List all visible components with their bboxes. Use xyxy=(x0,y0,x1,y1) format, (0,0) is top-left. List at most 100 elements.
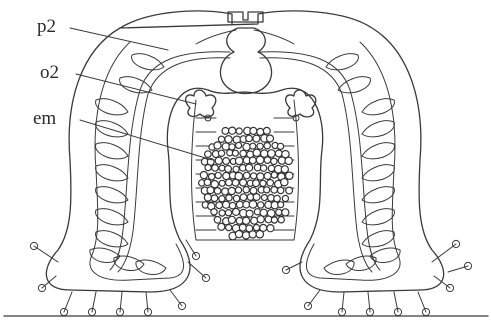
gonad-lobe xyxy=(362,143,394,159)
tentacle xyxy=(170,290,182,306)
tentacle xyxy=(432,244,456,262)
embryo-cell xyxy=(200,172,207,179)
embryo-cell xyxy=(267,225,274,232)
embryo-cell xyxy=(235,231,242,238)
embryo-cell xyxy=(271,158,277,164)
embryo-cell xyxy=(228,216,235,223)
embryo-cell xyxy=(251,173,257,179)
embryo-cell xyxy=(249,157,256,164)
embryo-cell xyxy=(285,157,292,164)
embryo-cell xyxy=(216,202,223,209)
leader-p2 xyxy=(70,28,168,50)
embryo-cell xyxy=(225,210,231,216)
embryo-cell xyxy=(229,202,236,209)
embryo-cell xyxy=(229,127,236,134)
embryo-cell xyxy=(258,202,264,208)
gonad-lobe xyxy=(362,99,394,115)
embryo-cell xyxy=(267,135,274,142)
embryo-cell xyxy=(218,136,224,142)
embryo-cell xyxy=(233,208,240,215)
embryo-cell xyxy=(207,187,214,194)
gonad-lobe xyxy=(96,121,128,137)
embryo-cell xyxy=(214,217,221,224)
embryo-cell xyxy=(226,225,232,231)
embryo-cell xyxy=(264,157,271,164)
embryo-cell xyxy=(256,156,264,164)
embryo-cell xyxy=(286,172,293,179)
embryo-cell xyxy=(215,157,222,164)
embryo-cell xyxy=(281,166,288,173)
embryo-cell xyxy=(250,143,256,149)
embryo-cell xyxy=(233,195,239,201)
label-o2: o2 xyxy=(40,62,59,83)
embryo-cell xyxy=(229,144,235,150)
gonad-lobe xyxy=(326,54,358,70)
embryo-cell xyxy=(243,187,249,193)
embryo-cell xyxy=(257,173,264,180)
embryo-cell xyxy=(286,187,293,194)
embryo-cell xyxy=(254,209,260,215)
embryo-cell xyxy=(271,217,277,223)
embryo-cell xyxy=(228,187,235,194)
gonad-lobe xyxy=(362,187,394,203)
gonad-lobe xyxy=(96,209,128,225)
embryo-cell xyxy=(243,143,250,150)
embryo-cell xyxy=(223,201,230,208)
embryo-cell xyxy=(264,143,270,149)
embryo-cell xyxy=(257,216,264,223)
embryo-cell xyxy=(256,231,263,238)
embryo-cell xyxy=(246,210,253,217)
embryo-cell xyxy=(277,143,283,149)
embryo-cell xyxy=(211,195,218,202)
head-bulb xyxy=(220,28,271,94)
embryo-cell xyxy=(253,180,260,187)
gonad-lobe xyxy=(96,231,128,247)
gonad-lobe xyxy=(132,54,164,70)
embryo-cell xyxy=(226,195,232,201)
embryo-cell xyxy=(253,149,260,156)
gonad-lobe xyxy=(96,187,128,203)
embryo-cell xyxy=(219,180,225,186)
embryo-cell xyxy=(211,209,217,215)
embryo-cell xyxy=(219,196,225,202)
gonad-lobe xyxy=(370,248,400,263)
gonad-lobe xyxy=(136,260,166,275)
embryo-cell xyxy=(240,194,247,201)
embryo-cell xyxy=(268,165,274,171)
embryo-cell xyxy=(276,209,282,215)
embryo-cell xyxy=(222,127,229,134)
embryo-cell xyxy=(249,231,256,238)
gonad-lobe xyxy=(338,77,370,93)
embryo-cell xyxy=(282,209,289,216)
embryo-cell xyxy=(214,142,221,149)
gonad-lobe xyxy=(96,143,128,159)
embryo-cell xyxy=(257,143,263,149)
embryo-cell xyxy=(225,166,232,173)
ovary-right xyxy=(286,90,316,121)
embryo-cell xyxy=(232,179,239,186)
gonad-lobe xyxy=(96,99,128,115)
embryo-cell xyxy=(282,195,288,201)
embryo-cell xyxy=(250,127,257,134)
tentacle xyxy=(308,290,320,306)
embryo-cell xyxy=(271,172,277,178)
embryo-cell xyxy=(243,217,250,224)
embryo-cell xyxy=(264,172,271,179)
embryo-cell xyxy=(219,165,225,171)
embryo-cell xyxy=(281,179,288,186)
embryo-cell xyxy=(204,194,211,201)
embryo-cell xyxy=(278,217,284,223)
embryo-cell xyxy=(218,223,225,230)
embryo-cell xyxy=(212,165,219,172)
embryo-cell xyxy=(235,157,243,165)
embryo-cell xyxy=(222,188,229,195)
gonad-lobe xyxy=(90,248,120,263)
embryo-cell xyxy=(246,135,253,142)
gonad-lobe xyxy=(362,121,394,137)
embryo-cell xyxy=(246,164,253,171)
embryo-cell xyxy=(239,224,246,231)
gonad-lobe xyxy=(362,209,394,225)
tentacles xyxy=(30,240,471,316)
head-collar xyxy=(196,30,294,44)
